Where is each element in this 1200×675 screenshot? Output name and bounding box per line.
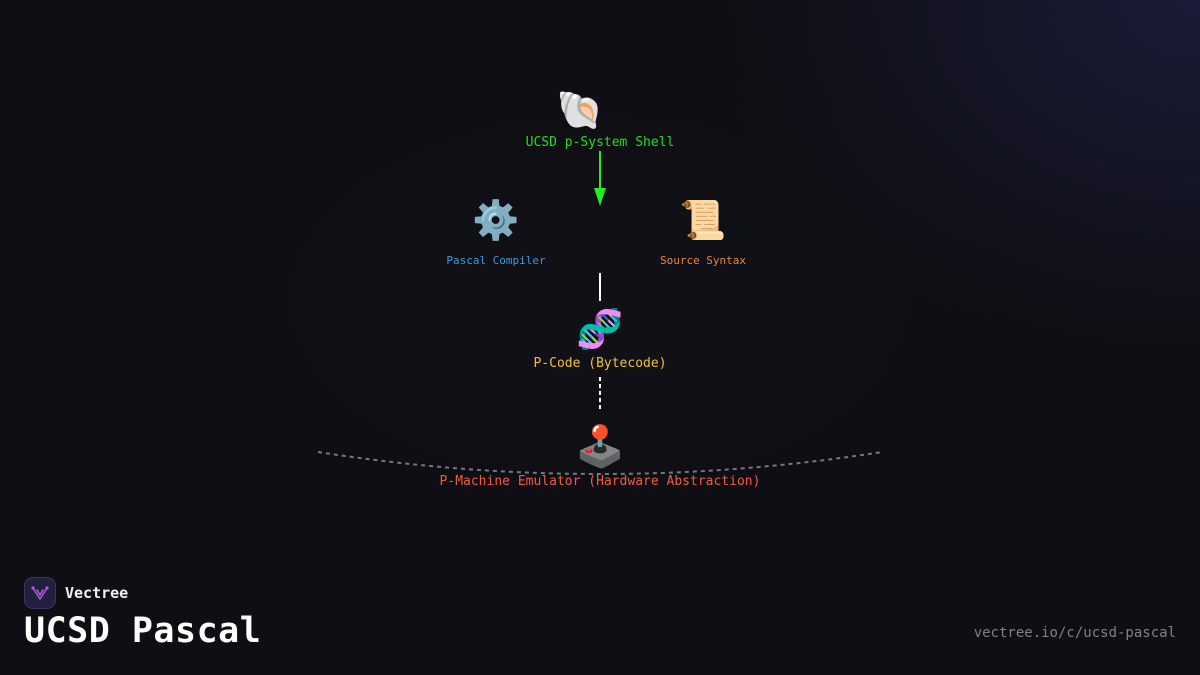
pcode-label: P-Code (Bytecode) <box>533 356 667 371</box>
vectree-logo-icon <box>24 577 56 609</box>
source-syntax-label: Source Syntax <box>659 254 747 267</box>
brand: Vectree <box>24 577 128 609</box>
pascal-compiler-label: Pascal Compiler <box>446 254 546 267</box>
vectree-logo-glyph <box>31 586 49 600</box>
shell-arrowhead <box>594 188 606 206</box>
page-url: vectree.io/c/ucsd-pascal <box>973 625 1176 641</box>
shell-icon: 🐚 <box>556 88 604 132</box>
joystick-icon: 🕹️ <box>575 424 625 470</box>
dna-icon: 🧬 <box>576 307 624 351</box>
emulator-label: P-Machine Emulator (Hardware Abstraction… <box>439 474 761 489</box>
scroll-icon: 📜 <box>679 198 727 242</box>
page-title: UCSD Pascal <box>24 611 262 651</box>
brand-name: Vectree <box>65 584 129 602</box>
baseline-arc <box>317 451 883 475</box>
shell-label: UCSD p-System Shell <box>525 135 675 150</box>
gear-icon: ⚙️ <box>472 198 520 242</box>
